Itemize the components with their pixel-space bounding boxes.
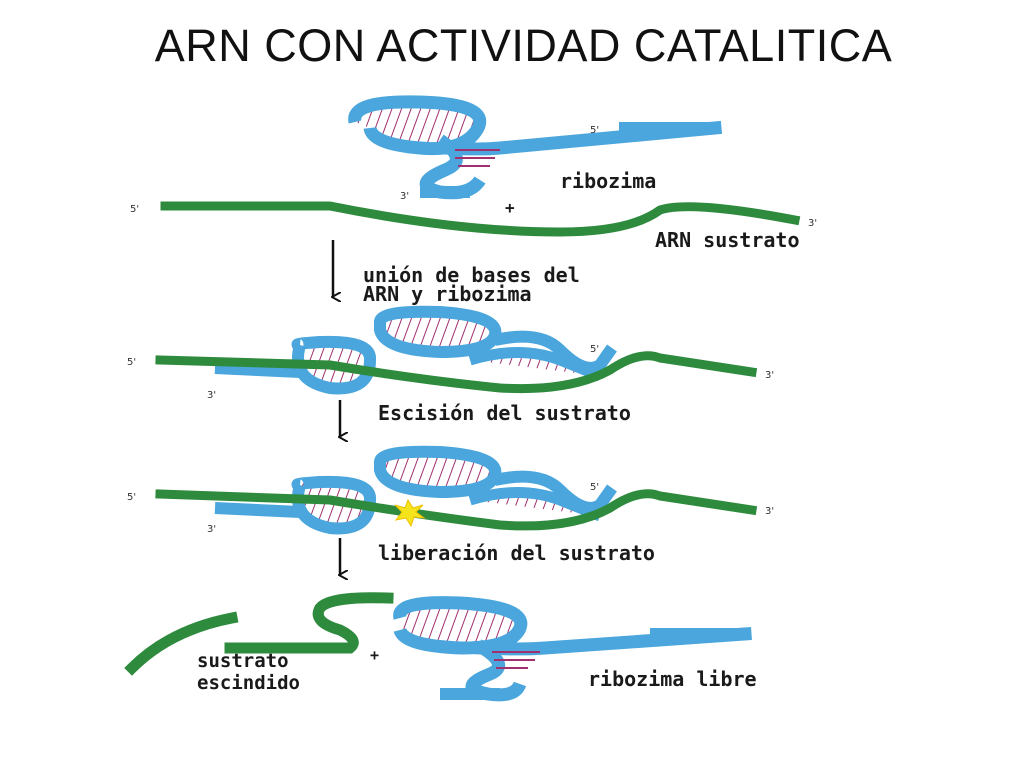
stage1-substrate-label: ARN sustrato bbox=[655, 228, 800, 252]
stage4-cleaved-substrate bbox=[124, 592, 394, 676]
stage1-plus: + bbox=[505, 198, 515, 217]
stage1-ribozyme-3-end: 3' bbox=[400, 191, 409, 202]
stage1-substrate bbox=[160, 201, 801, 237]
stage4-cleaved-label-line2: escindido bbox=[197, 672, 300, 694]
cleavage-star-icon bbox=[394, 498, 426, 528]
stage1-ribozyme-5-end: 5' bbox=[590, 125, 599, 136]
stage3-left-3-end: 3' bbox=[207, 524, 216, 535]
stage3-right-3-end: 3' bbox=[765, 506, 774, 517]
stage4-cleaved-label-line1: sustrato bbox=[197, 650, 289, 672]
step2-label: Escisión del sustrato bbox=[378, 401, 631, 425]
stage4-plus: + bbox=[370, 646, 379, 664]
stage3-left-5-end: 5' bbox=[127, 492, 136, 503]
stage2-right-3-end: 3' bbox=[765, 370, 774, 381]
slide-title: ARN CON ACTIVIDAD CATALITICA bbox=[154, 20, 893, 71]
stage1-substrate-5-end: 5' bbox=[130, 204, 139, 215]
stage2-left-5-end: 5' bbox=[127, 357, 136, 368]
step1-label-line1: unión de bases del bbox=[363, 263, 580, 287]
stage4-free-ribozyme-label: ribozima libre bbox=[588, 667, 757, 691]
stage1-ribozyme-label: ribozima bbox=[560, 169, 656, 193]
stage2-complex bbox=[155, 305, 758, 395]
step1-label-line2: ARN y ribozima bbox=[363, 282, 532, 306]
stage3-complex bbox=[155, 445, 758, 535]
stage3-inner-5-end: 5' bbox=[590, 482, 599, 493]
stage1-substrate-3-end: 3' bbox=[808, 218, 817, 229]
step3-label: liberación del sustrato bbox=[378, 541, 655, 565]
stage2-left-3-end: 3' bbox=[207, 390, 216, 401]
stage4-free-ribozyme bbox=[393, 596, 752, 702]
stage2-inner-5-end: 5' bbox=[590, 344, 599, 355]
stage1-ribozyme bbox=[348, 95, 723, 200]
